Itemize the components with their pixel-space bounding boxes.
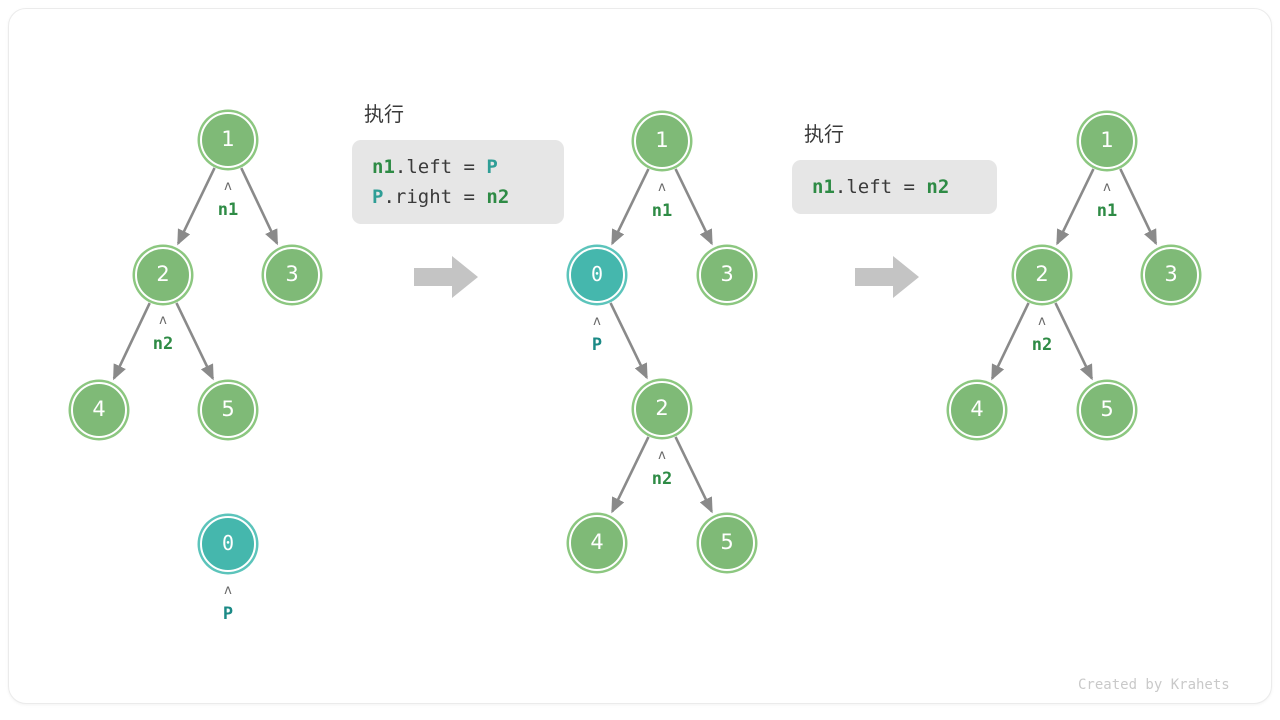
node-value: 1 (1100, 127, 1114, 152)
pointer-label: n2 (651, 469, 673, 489)
tree-edge (240, 167, 279, 246)
node-value: 2 (1035, 261, 1049, 286)
pointer-n1: ʌ n1 (632, 180, 692, 221)
pointer-n2: ʌ n2 (133, 313, 193, 354)
code-line: n1.left = P (372, 152, 544, 182)
node-2: 2 (634, 381, 690, 437)
node-value: 5 (221, 396, 235, 421)
caret-icon: ʌ (1038, 314, 1046, 329)
code-token: P (486, 156, 498, 178)
tree-edge (112, 302, 151, 381)
caret-icon: ʌ (658, 180, 666, 195)
node-2: 2 (135, 247, 191, 303)
tree-edge (991, 302, 1030, 381)
node-0: 0 (569, 247, 625, 303)
block-arrow-icon (414, 256, 478, 298)
node-1: 1 (200, 112, 256, 168)
step-caption: 执行 (364, 102, 404, 126)
pointer-label: n1 (217, 200, 239, 220)
node-value: 2 (655, 395, 669, 420)
tree-edge (175, 302, 214, 381)
tree-edge (674, 436, 713, 514)
node-5: 5 (699, 515, 755, 571)
node-4: 4 (949, 382, 1005, 438)
watermark: Created by Krahets (1078, 677, 1230, 693)
node-3: 3 (1143, 247, 1199, 303)
code-line: n1.left = n2 (812, 172, 977, 202)
node-value: 4 (970, 396, 984, 421)
node-value: 5 (720, 529, 734, 554)
pointer-n2: ʌ n2 (1012, 314, 1072, 355)
pointer-n1: ʌ n1 (198, 179, 258, 220)
pointer-label: n1 (651, 201, 673, 221)
pointer-label: n2 (152, 334, 174, 354)
node-value: 3 (720, 261, 734, 286)
block-arrow-icon (855, 256, 919, 298)
node-value: 5 (1100, 396, 1114, 421)
pointer-label: P (591, 335, 603, 355)
step-caption: 执行 (804, 122, 844, 146)
node-4: 4 (71, 382, 127, 438)
tree-edge (1054, 302, 1093, 381)
pointer-n2: ʌ n2 (632, 448, 692, 489)
caret-icon: ʌ (593, 314, 601, 329)
node-value: 3 (285, 261, 299, 286)
tree-edge (611, 436, 650, 514)
transition-arrow-2 (855, 253, 921, 306)
pointer-label: P (222, 604, 234, 624)
caret-icon: ʌ (658, 448, 666, 463)
code-token: .right = (383, 186, 487, 208)
node-0-free: 0 (200, 516, 256, 572)
node-1: 1 (634, 113, 690, 169)
pointer-label: n1 (1096, 201, 1118, 221)
node-5: 5 (1079, 382, 1135, 438)
tree-edge (177, 167, 216, 246)
code-token: n1 (372, 156, 395, 178)
code-token: n2 (926, 176, 950, 198)
node-2: 2 (1014, 247, 1070, 303)
caret-icon: ʌ (224, 583, 232, 598)
tree-edge (674, 168, 713, 246)
node-value: 2 (156, 261, 170, 286)
node-value: 4 (92, 396, 106, 421)
code-token: n2 (486, 186, 510, 208)
code-token: n1 (812, 176, 835, 198)
code-line: P.right = n2 (372, 182, 544, 212)
code-block: n1.left = n2 (792, 160, 997, 214)
caret-icon: ʌ (1103, 180, 1111, 195)
code-token: .left = (834, 176, 927, 198)
node-value: 1 (655, 127, 669, 152)
tree-edge (609, 302, 648, 380)
node-value: 0 (590, 262, 604, 286)
code-token: .left = (394, 156, 487, 178)
node-value: 1 (221, 126, 235, 151)
node-value: 4 (590, 529, 604, 554)
pointer-n1: ʌ n1 (1077, 180, 1137, 221)
node-1: 1 (1079, 113, 1135, 169)
node-5: 5 (200, 382, 256, 438)
node-value: 3 (1164, 261, 1178, 286)
tree-edge (1119, 168, 1158, 246)
code-token: P (372, 186, 384, 208)
tree-edge (611, 168, 650, 246)
node-3: 3 (264, 247, 320, 303)
pointer-label: n2 (1031, 335, 1053, 355)
caret-icon: ʌ (159, 313, 167, 328)
node-value: 0 (221, 531, 235, 555)
node-4: 4 (569, 515, 625, 571)
transition-arrow-1 (414, 253, 480, 306)
caret-icon: ʌ (224, 179, 232, 194)
node-3: 3 (699, 247, 755, 303)
tree-edge (1056, 168, 1095, 246)
